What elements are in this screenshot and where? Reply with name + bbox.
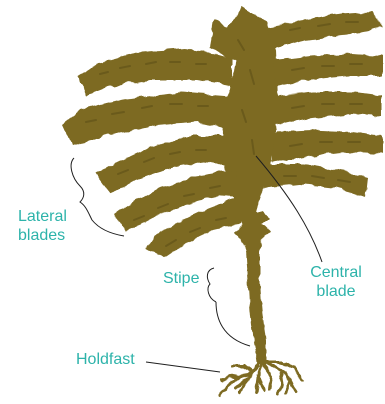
right-blade-4: [272, 130, 382, 162]
label-lateral-line-1: Lateral: [18, 207, 67, 226]
label-holdfast: Holdfast: [76, 350, 135, 369]
right-blade-1: [268, 12, 382, 48]
stipe-shape: [234, 212, 270, 364]
label-stipe: Stipe: [163, 269, 199, 288]
holdfast-leader: [146, 362, 220, 372]
kelp-body: [62, 6, 382, 396]
right-blade-2: [274, 54, 382, 86]
label-central-line-2: blade: [300, 282, 372, 301]
label-central-blade: Central blade: [300, 263, 372, 301]
stipe-bracket: [207, 268, 216, 302]
label-central-line-1: Central: [300, 263, 372, 282]
holdfast-shape: [220, 362, 302, 396]
label-lateral-blades: Lateral blades: [18, 207, 67, 245]
left-blade-1: [78, 48, 232, 96]
stipe-leader: [216, 302, 250, 346]
right-blade-5: [264, 164, 368, 196]
label-lateral-line-2: blades: [18, 226, 67, 245]
